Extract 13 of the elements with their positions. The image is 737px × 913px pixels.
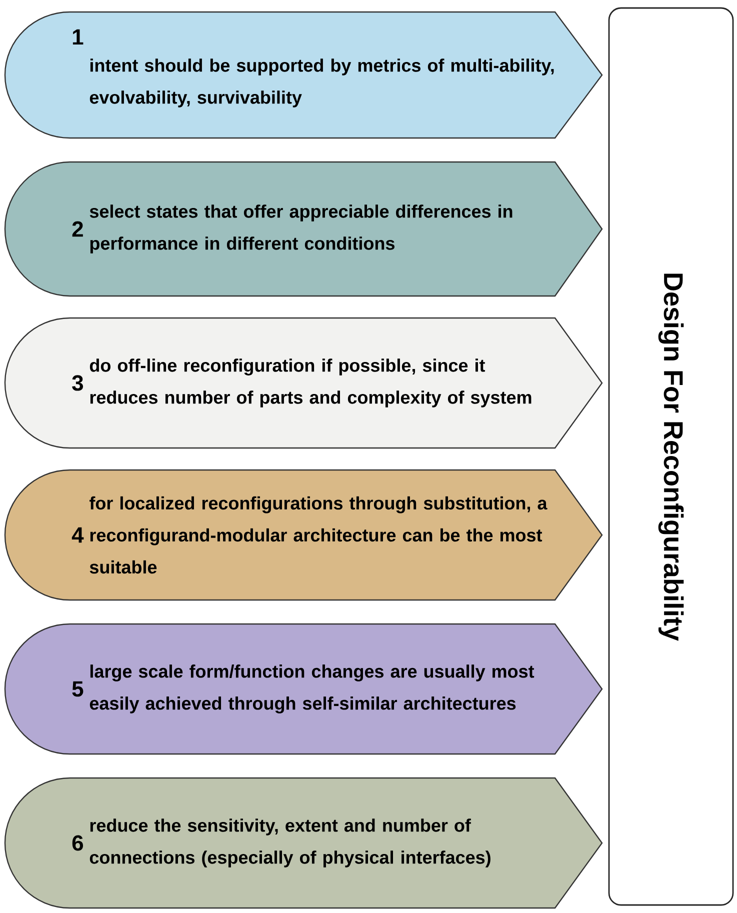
step-text: select states that offer appreciable differences in performance in different conditions	[90, 204, 512, 254]
step-number: 4	[72, 527, 84, 543]
step-text: for localized reconfigurations through substitution, a reconfigurand-modular architecture can be the most suitable	[90, 496, 548, 574]
step-text: large scale form/function changes are usually most easily achieved through self-similar architectures	[90, 664, 534, 714]
step-text: reduce the sensitivity, extent and number of connections (especially of physical interfaces)	[90, 818, 490, 868]
step-text: intent should be supported by metrics of multi-ability, evolvability, survivability	[90, 58, 554, 108]
step-number: 3	[72, 375, 84, 391]
step-text: do off-line reconfiguration if possible, since it reduces number of parts and complexity of system	[90, 358, 532, 408]
step-number: 1	[72, 29, 84, 45]
step-number: 2	[72, 221, 83, 237]
step-number: 6	[72, 835, 84, 851]
vertical-title: Design For Reconfigurability	[658, 274, 684, 641]
step-number: 5	[72, 681, 84, 697]
